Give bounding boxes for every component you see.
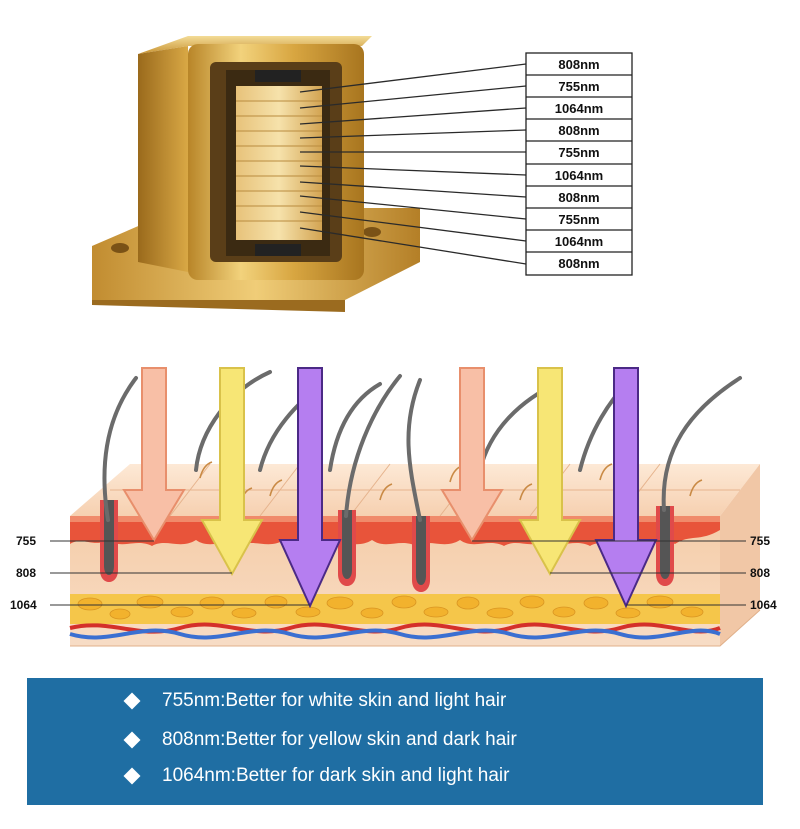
screw-hole: [363, 227, 381, 237]
fat-cells: [77, 595, 704, 620]
laser-module: [92, 36, 420, 312]
wavelength-label: 808nm: [558, 123, 599, 138]
hair-follicle: [656, 506, 674, 586]
screw-hole: [111, 243, 129, 253]
hair-follicle: [412, 516, 430, 592]
diamond-bullet-icon: [123, 692, 141, 710]
diamond-bullet-icon: [123, 767, 141, 785]
depth-label: 1064: [750, 598, 777, 612]
note-item: 1064nm:Better for dark skin and light ha…: [122, 760, 509, 792]
depth-label: 808: [16, 566, 36, 580]
wavelength-label: 1064nm: [555, 234, 603, 249]
wavelength-label: 755nm: [558, 79, 599, 94]
wavelength-label: 808nm: [558, 256, 599, 271]
depth-label: 1064: [10, 598, 37, 612]
leader-lines: [299, 63, 527, 265]
wavelength-label-column: 808nm 755nm 1064nm 808nm 755nm 1064nm 80…: [525, 52, 633, 276]
blood-vessel-blue: [69, 628, 721, 640]
depth-label: 755: [750, 534, 770, 548]
wavelength-label: 808nm: [558, 190, 599, 205]
depth-labels-left: 755 808 1064: [10, 534, 37, 612]
arrow-808-left: [200, 367, 264, 577]
arrow-755-left: [122, 367, 186, 542]
note-text: 755nm:Better for white skin and light ha…: [162, 690, 507, 711]
laser-arrows: [122, 367, 658, 609]
arrow-755-right: [440, 367, 504, 542]
note-text: 808nm:Better for yellow skin and dark ha…: [162, 729, 517, 750]
bar-lines: [236, 100, 322, 222]
depth-label: 808: [750, 566, 770, 580]
wavelength-label: 1064nm: [555, 168, 603, 183]
info-panel: 755nm:Better for white skin and light ha…: [27, 678, 763, 805]
note-item: 808nm:Better for yellow skin and dark ha…: [122, 724, 517, 756]
wavelength-label: 755nm: [558, 145, 599, 160]
depth-lines: [50, 540, 746, 606]
hair-follicles: [100, 500, 674, 592]
hair-follicle: [338, 510, 356, 586]
depth-labels-right: 755 808 1064: [750, 534, 777, 612]
wavelength-label: 808nm: [558, 57, 599, 72]
wavelength-label: 755nm: [558, 212, 599, 227]
laser-bar-stack: [236, 86, 322, 240]
blood-vessel-red: [69, 622, 721, 634]
note-item: 755nm:Better for white skin and light ha…: [122, 685, 506, 717]
arrow-808-right: [518, 367, 582, 577]
depth-label: 755: [16, 534, 36, 548]
module-left-side: [138, 46, 188, 272]
arrow-1064-left: [278, 367, 342, 609]
note-text: 1064nm:Better for dark skin and light ha…: [162, 765, 510, 786]
wavelength-label: 1064nm: [555, 101, 603, 116]
diamond-bullet-icon: [123, 731, 141, 749]
